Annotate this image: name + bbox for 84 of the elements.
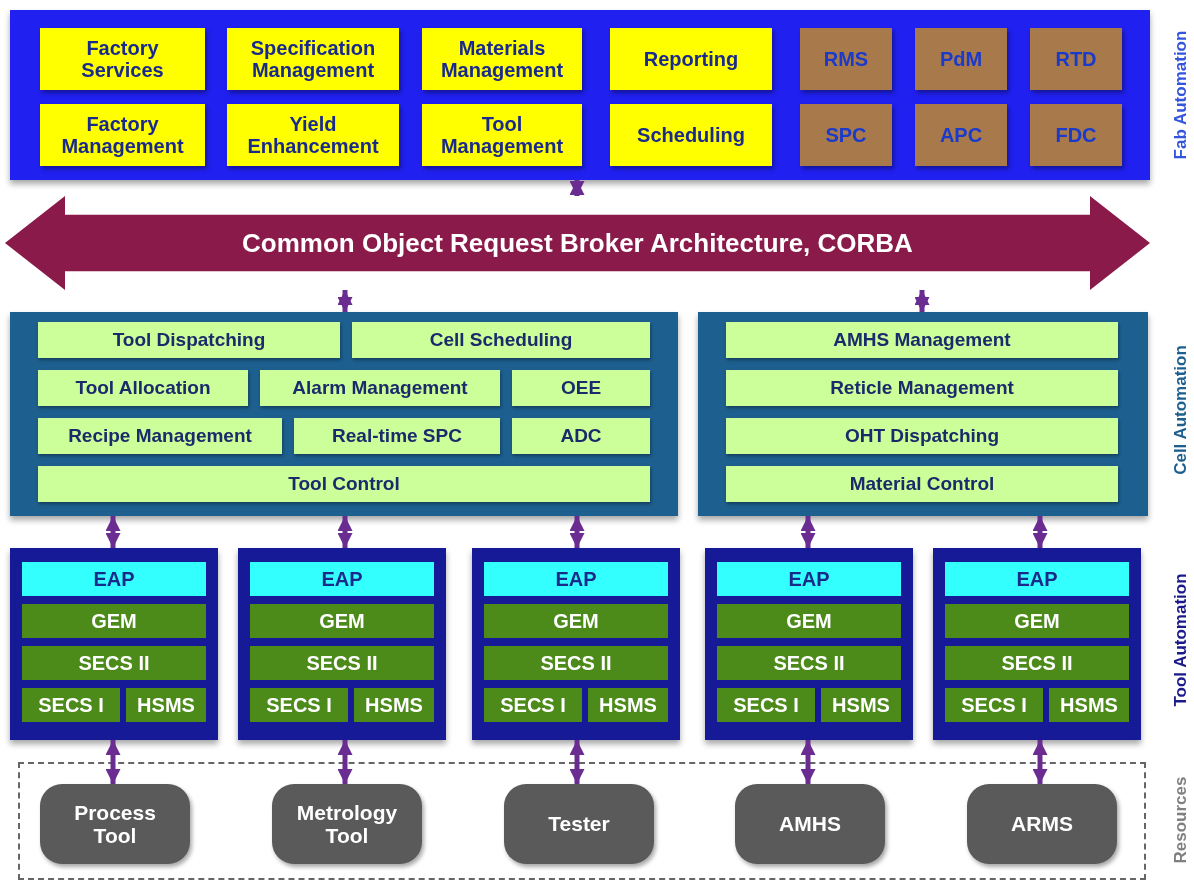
function-box: Tool Control [38, 466, 650, 502]
double-arrow [1032, 516, 1048, 548]
tool-panel [238, 548, 446, 740]
protocol-layer: EAP [717, 562, 901, 596]
double-arrow [914, 290, 930, 312]
resource-box: Process Tool [40, 784, 190, 864]
protocol-layer: HSMS [821, 688, 901, 722]
function-box: ADC [512, 418, 650, 454]
application-box: RTD [1030, 28, 1122, 90]
layer-label: Fab Automation [1171, 30, 1191, 160]
application-box: Scheduling [610, 104, 772, 166]
protocol-layer: SECS II [484, 646, 668, 680]
function-box: Tool Dispatching [38, 322, 340, 358]
application-box: FDC [1030, 104, 1122, 166]
protocol-layer: HSMS [588, 688, 668, 722]
function-box: Tool Allocation [38, 370, 248, 406]
protocol-layer: GEM [250, 604, 434, 638]
protocol-layer: SECS II [250, 646, 434, 680]
protocol-layer: GEM [717, 604, 901, 638]
tool-panel [933, 548, 1141, 740]
resource-box: Metrology Tool [272, 784, 422, 864]
protocol-layer: SECS I [22, 688, 120, 722]
function-box: Real-time SPC [294, 418, 500, 454]
protocol-layer: GEM [945, 604, 1129, 638]
layer-label: Resources [1171, 776, 1191, 864]
protocol-layer: SECS II [945, 646, 1129, 680]
application-box: Yield Enhancement [227, 104, 399, 166]
application-box: Reporting [610, 28, 772, 90]
resource-box: AMHS [735, 784, 885, 864]
protocol-layer: HSMS [354, 688, 434, 722]
double-arrow [569, 740, 585, 784]
function-box: Recipe Management [38, 418, 282, 454]
double-arrow [105, 740, 121, 784]
bus-band: Common Object Request Broker Architecture, CORBA [5, 196, 1150, 290]
function-box: OEE [512, 370, 650, 406]
protocol-layer: SECS II [22, 646, 206, 680]
double-arrow [337, 290, 353, 312]
function-box: AMHS Management [726, 322, 1118, 358]
protocol-layer: EAP [250, 562, 434, 596]
protocol-layer: EAP [945, 562, 1129, 596]
protocol-layer: SECS II [717, 646, 901, 680]
tool-panel [10, 548, 218, 740]
protocol-layer: SECS I [250, 688, 348, 722]
resource-box: ARMS [967, 784, 1117, 864]
double-arrow [569, 516, 585, 548]
resources-frame [18, 762, 1146, 880]
protocol-layer: GEM [22, 604, 206, 638]
cell-panel [10, 312, 678, 516]
application-box: RMS [800, 28, 892, 90]
cell-panel [698, 312, 1148, 516]
double-arrow [800, 740, 816, 784]
layer-label: Cell Automation [1171, 345, 1191, 475]
double-arrow [1032, 740, 1048, 784]
application-box: Tool Management [422, 104, 582, 166]
application-box: PdM [915, 28, 1007, 90]
double-arrow [105, 516, 121, 548]
fab-panel [10, 10, 1150, 180]
function-box: Material Control [726, 466, 1118, 502]
resource-box: Tester [504, 784, 654, 864]
application-box: Specification Management [227, 28, 399, 90]
application-box: APC [915, 104, 1007, 166]
function-box: Alarm Management [260, 370, 500, 406]
function-box: Cell Scheduling [352, 322, 650, 358]
double-arrow [337, 740, 353, 784]
protocol-layer: HSMS [126, 688, 206, 722]
protocol-layer: HSMS [1049, 688, 1129, 722]
application-box: Materials Management [422, 28, 582, 90]
tool-panel [472, 548, 680, 740]
tool-panel [705, 548, 913, 740]
application-box: SPC [800, 104, 892, 166]
application-box: Factory Services [40, 28, 205, 90]
function-box: Reticle Management [726, 370, 1118, 406]
protocol-layer: EAP [22, 562, 206, 596]
function-box: OHT Dispatching [726, 418, 1118, 454]
double-arrow [337, 516, 353, 548]
protocol-layer: SECS I [945, 688, 1043, 722]
protocol-layer: SECS I [717, 688, 815, 722]
double-arrow [569, 180, 585, 196]
layer-label: Tool Automation [1171, 573, 1191, 707]
protocol-layer: EAP [484, 562, 668, 596]
application-box: Factory Management [40, 104, 205, 166]
protocol-layer: SECS I [484, 688, 582, 722]
double-arrow [800, 516, 816, 548]
protocol-layer: GEM [484, 604, 668, 638]
